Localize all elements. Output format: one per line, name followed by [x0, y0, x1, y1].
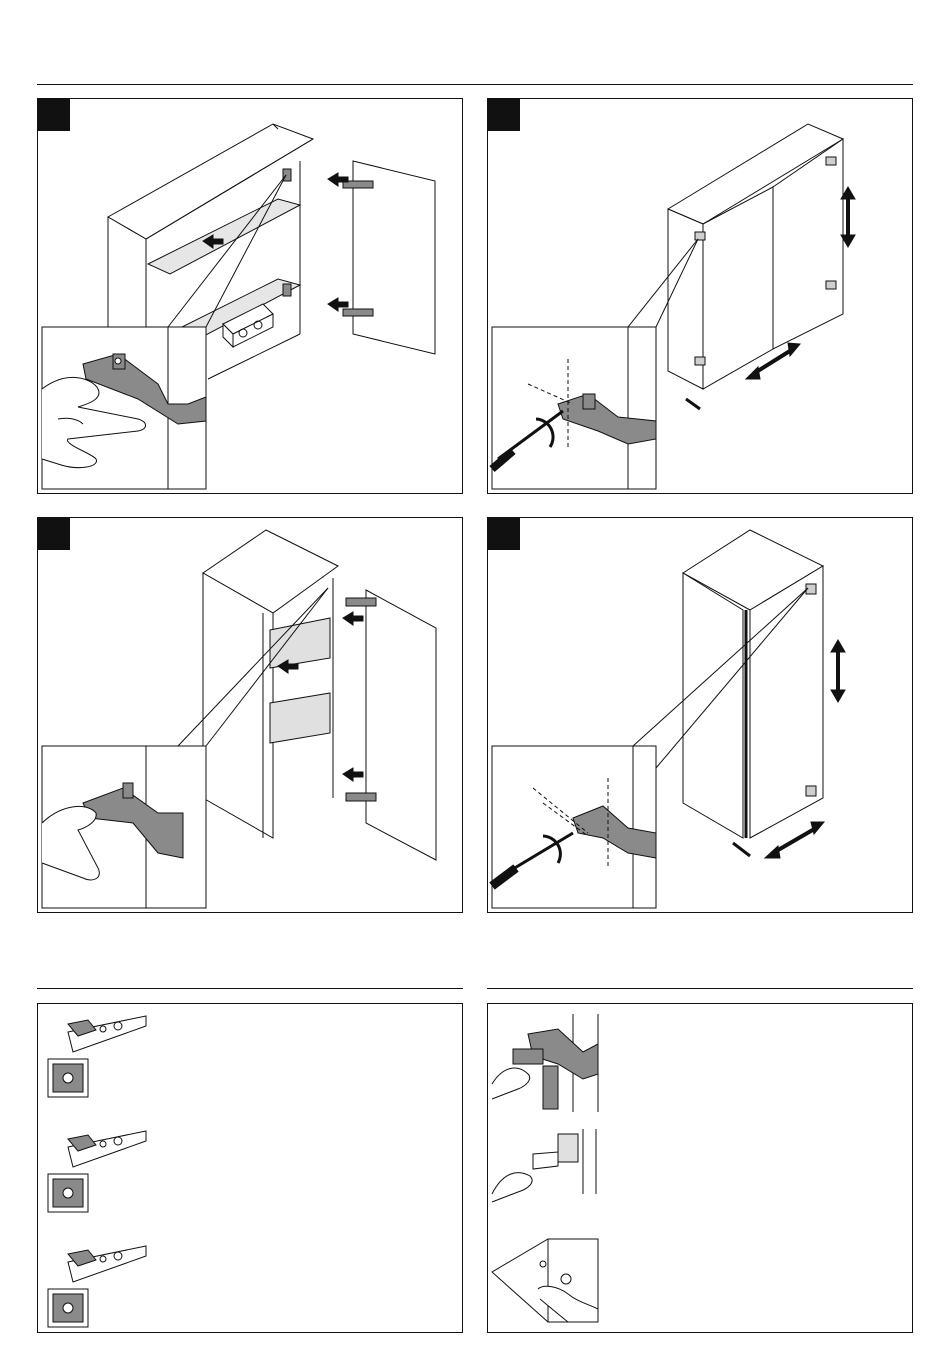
top-rule — [37, 84, 913, 85]
bottom-left-rule — [37, 988, 463, 989]
hinge-variants-illustration — [38, 1004, 463, 1333]
panel-hinge-adjustment-variants — [37, 1003, 463, 1333]
cover-cap-illustration — [488, 1004, 913, 1333]
panel-mirror-cabinet-hinge-adjust — [487, 98, 913, 494]
panel-mirror-cabinet-hinge-attach — [37, 98, 463, 494]
panel-tall-cabinet-hinge-adjust — [487, 517, 913, 913]
bottom-right-rule — [487, 988, 913, 989]
panel-cover-cap-and-plug-install — [487, 1003, 913, 1333]
panel-tall-cabinet-hinge-attach — [37, 517, 463, 913]
tall-cabinet-illustration — [38, 518, 463, 913]
mirror-cabinet-adjust-illustration — [488, 99, 913, 494]
tall-cabinet-adjust-illustration — [488, 518, 913, 913]
mirror-cabinet-illustration — [38, 99, 463, 494]
